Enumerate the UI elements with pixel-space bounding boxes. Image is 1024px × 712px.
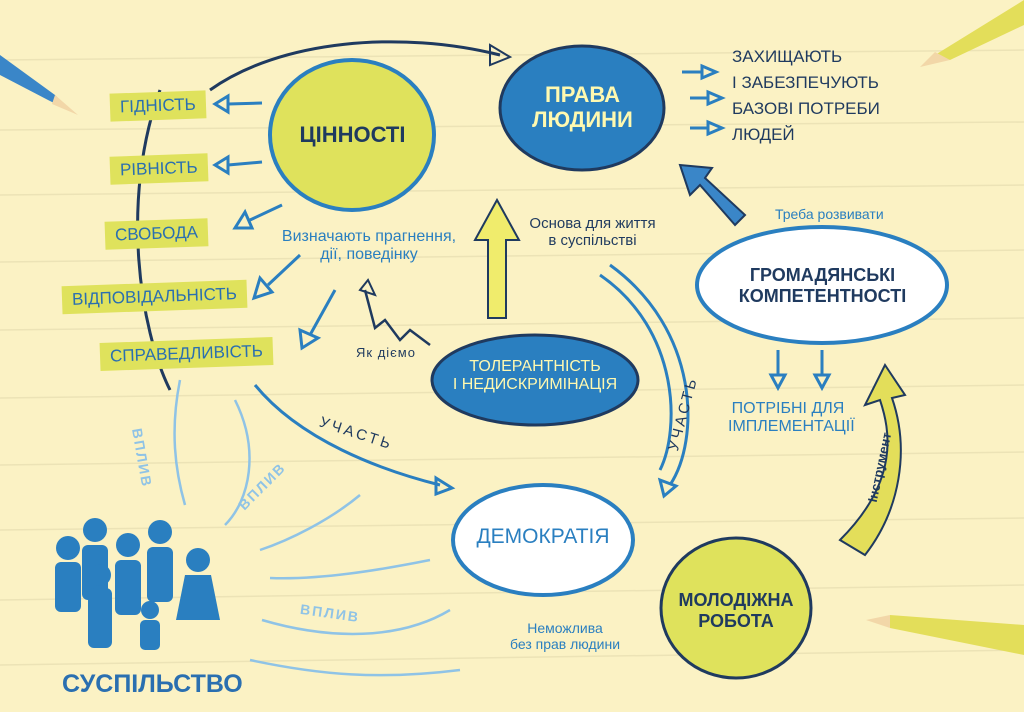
caption-line: без прав людини	[509, 636, 621, 653]
effect-text: ЗАХИЩАЮТЬ	[732, 47, 843, 66]
develop-caption: Треба розвивати	[775, 206, 884, 222]
pencil-icon	[866, 615, 1024, 655]
effect-text: І ЗАБЕЗПЕЧУЮТЬ	[732, 73, 879, 92]
value-label-freedom: СВОБОДА	[104, 218, 209, 250]
pencil-icon	[0, 55, 78, 115]
rights-effects: ЗАХИЩАЮТЬ І ЗАБЕЗПЕЧУЮТЬ БАЗОВІ ПОТРЕБИ …	[732, 44, 880, 148]
people-icon	[55, 518, 220, 650]
democracy-node: ДЕМОКРАТІЯ	[476, 525, 610, 548]
caption-line: ІМПЛЕМЕНТАЦІЇ	[728, 418, 855, 436]
caption-line: Неможлива	[527, 620, 603, 636]
how-we-act-caption: Як діємо	[356, 345, 416, 360]
pencil-icon	[920, 0, 1024, 67]
caption-line: ПОТРІБНІ ДЛЯ	[731, 400, 845, 417]
effect-text: ЛЮДЕЙ	[732, 125, 795, 144]
node-line: МОЛОДІЖНА	[678, 590, 794, 610]
rights-line1: ПРАВА	[544, 82, 621, 107]
node-line: КОМПЕТЕНТНОСТІ	[738, 285, 907, 306]
caption-line: Основа для життя	[529, 215, 656, 232]
effect-text: БАЗОВІ ПОТРЕБИ	[732, 99, 880, 118]
society-label: СУСПІЛЬСТВО	[62, 670, 243, 698]
values-caption: Визначають прагнення,дії, поведінку	[274, 228, 464, 265]
value-label-equality: РІВНІСТЬ	[109, 153, 209, 185]
node-line: І НЕДИСКРИМІНАЦІЯ	[452, 376, 618, 394]
rights-line2: ЛЮДИНИ	[532, 107, 633, 133]
node-line: ТОЛЕРАНТНІСТЬ	[469, 358, 601, 375]
caption-line: дії, поведінку	[320, 246, 418, 264]
value-label-dignity: ГІДНІСТЬ	[109, 90, 207, 122]
caption-line: в суспільстві	[548, 232, 637, 250]
node-line: РОБОТА	[698, 610, 774, 631]
node-line: ГРОМАДЯНСЬКІ	[749, 265, 896, 285]
caption-line: Визначають прагнення,	[281, 228, 457, 245]
values-node: ЦІННОСТІ	[299, 122, 406, 147]
